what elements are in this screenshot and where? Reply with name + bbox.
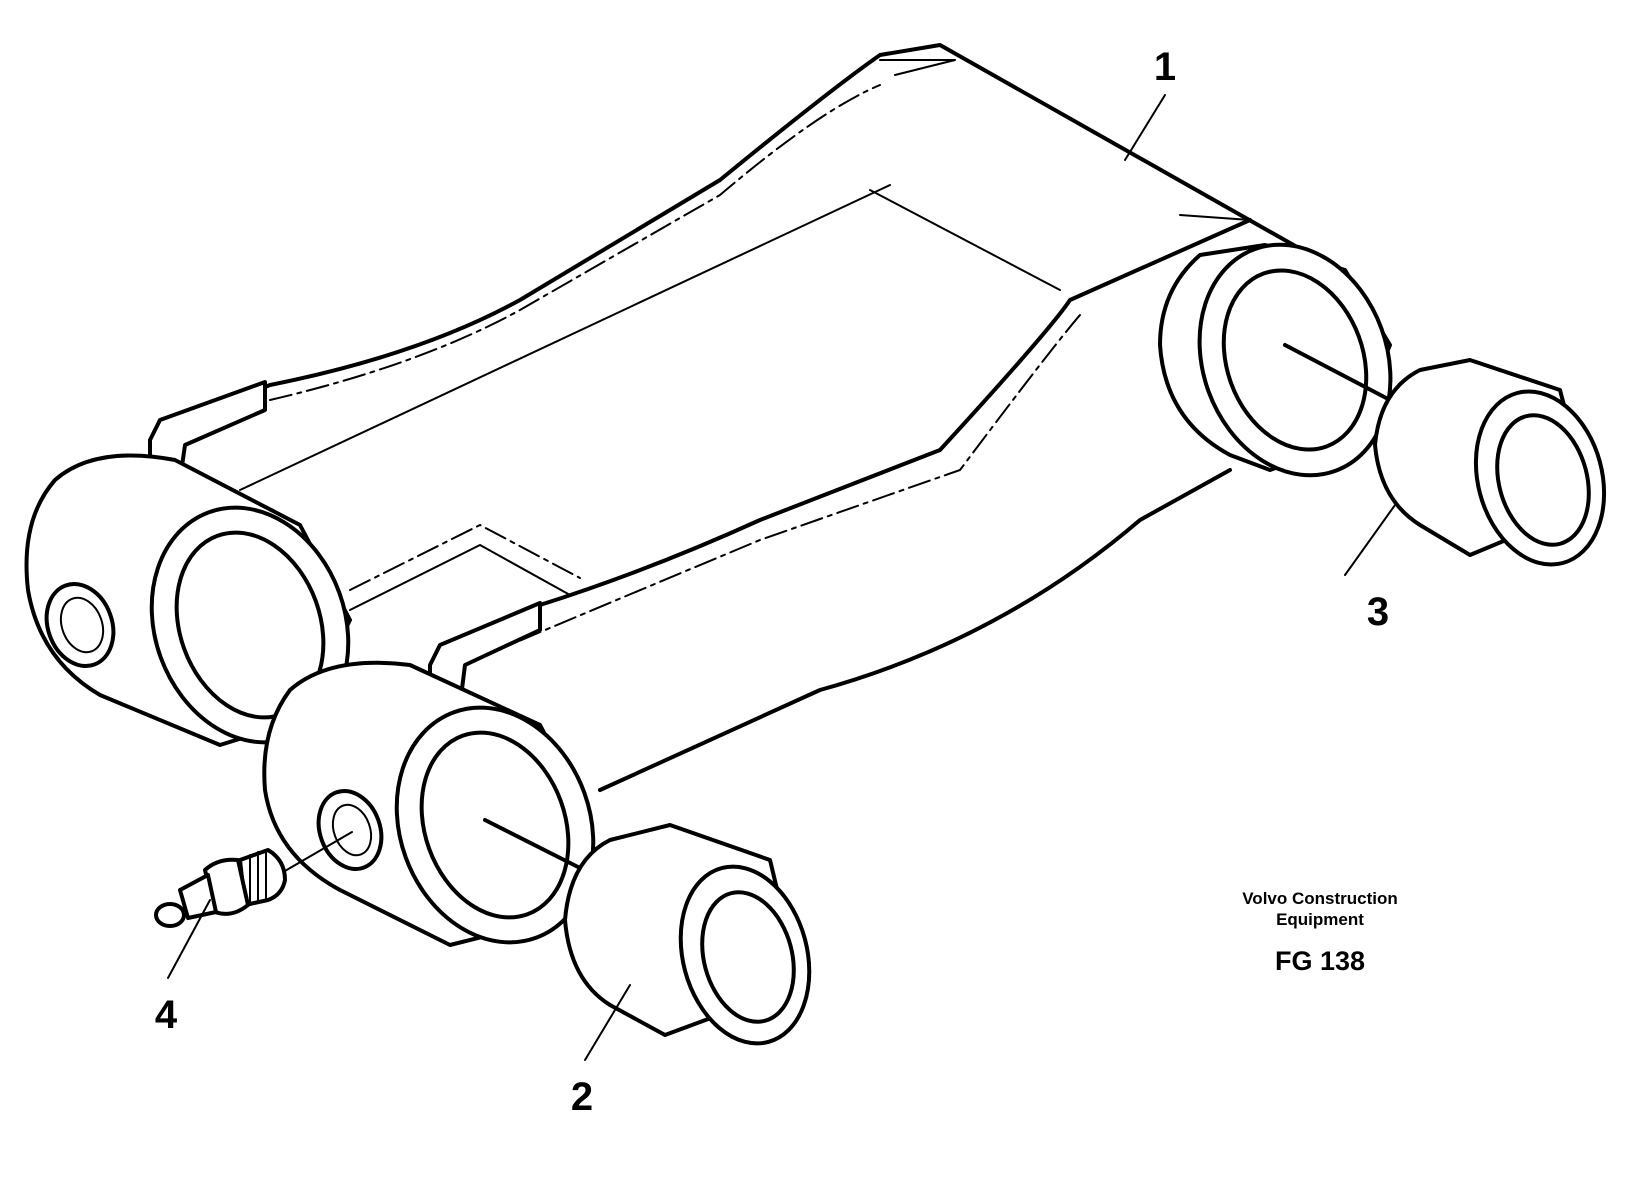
manufacturer-caption: Volvo Construction Equipment [1190, 888, 1450, 930]
callout-4: 4 [155, 993, 178, 1037]
callout-3: 3 [1367, 590, 1389, 634]
bushing-3 [1283, 343, 1607, 567]
manufacturer-line-1: Volvo Construction [1242, 889, 1398, 908]
callout-1: 1 [1154, 45, 1176, 89]
link-body [148, 43, 1322, 792]
leader-lines [167, 94, 1396, 1061]
callout-2: 2 [571, 1075, 593, 1119]
grease-nipple-4 [154, 831, 353, 928]
bushing-2 [483, 818, 812, 1046]
right-boss [1158, 242, 1393, 478]
figure-code: FG 138 [1274, 946, 1366, 976]
manufacturer-line-2: Equipment [1276, 910, 1364, 929]
rear-left-boss [24, 453, 352, 747]
